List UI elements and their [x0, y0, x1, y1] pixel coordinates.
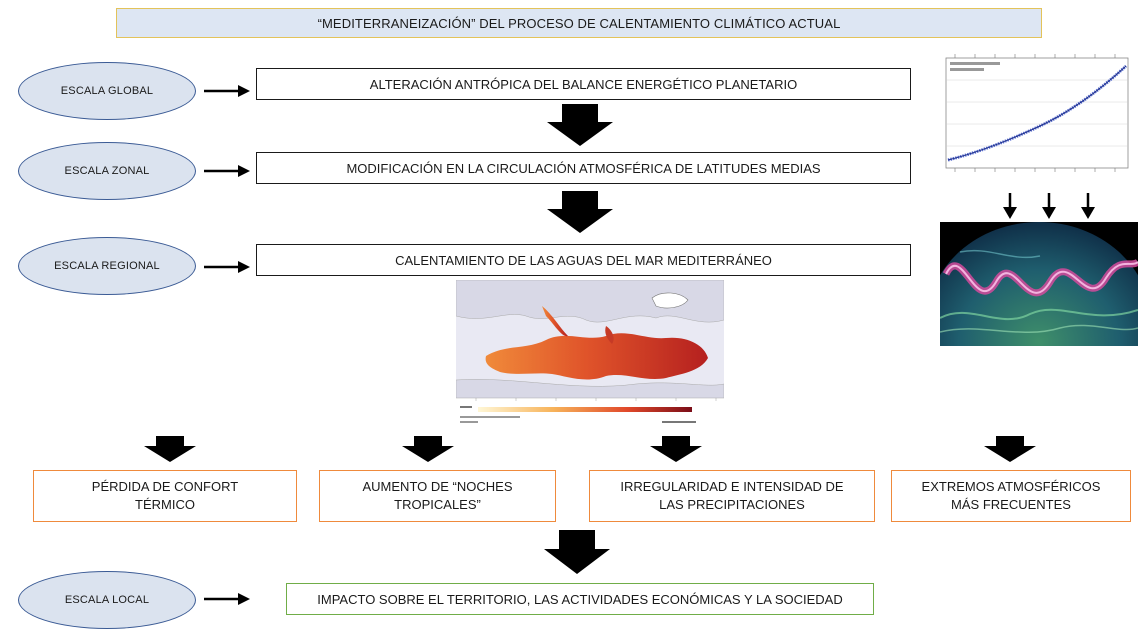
right-arrow-icon: [204, 85, 250, 97]
down-arrow-icon: [1042, 193, 1056, 219]
down-arrow-icon: [1003, 193, 1017, 219]
process-box-zonal: MODIFICACIÓN EN LA CIRCULACIÓN ATMOSFÉRI…: [256, 152, 911, 184]
ellipse-escala-regional: ESCALA REGIONAL: [18, 237, 196, 295]
down-arrow-icon: [1081, 193, 1095, 219]
diagram-title: “MEDITERRANEIZACIÓN” DEL PROCESO DE CALE…: [116, 8, 1042, 38]
down-arrow-icon: [547, 104, 613, 146]
right-arrow-icon: [204, 261, 250, 273]
mediterranean-sst-map-image: [456, 280, 724, 423]
down-arrow-icon: [144, 436, 196, 462]
effect-box-extremos: EXTREMOS ATMOSFÉRICOS MÁS FRECUENTES: [891, 470, 1131, 522]
down-arrow-icon: [984, 436, 1036, 462]
down-arrow-icon: [650, 436, 702, 462]
right-arrow-icon: [204, 593, 250, 605]
effect-box-precipitaciones: IRREGULARIDAD E INTENSIDAD DE LAS PRECIP…: [589, 470, 875, 522]
jet-stream-globe-image: [940, 222, 1138, 346]
ellipse-escala-local: ESCALA LOCAL: [18, 571, 196, 629]
ellipse-escala-zonal: ESCALA ZONAL: [18, 142, 196, 200]
right-arrow-icon: [204, 165, 250, 177]
ellipse-escala-global: ESCALA GLOBAL: [18, 62, 196, 120]
down-arrow-icon: [547, 191, 613, 233]
impact-box-local: IMPACTO SOBRE EL TERRITORIO, LAS ACTIVID…: [286, 583, 874, 615]
down-arrow-icon: [544, 530, 610, 574]
effect-box-confort: PÉRDIDA DE CONFORT TÉRMICO: [33, 470, 297, 522]
co2-curve-image: [930, 40, 1135, 180]
process-box-regional: CALENTAMIENTO DE LAS AGUAS DEL MAR MEDIT…: [256, 244, 911, 276]
effect-box-noches-tropicales: AUMENTO DE “NOCHES TROPICALES”: [319, 470, 556, 522]
down-arrow-icon: [402, 436, 454, 462]
process-box-global: ALTERACIÓN ANTRÓPICA DEL BALANCE ENERGÉT…: [256, 68, 911, 100]
